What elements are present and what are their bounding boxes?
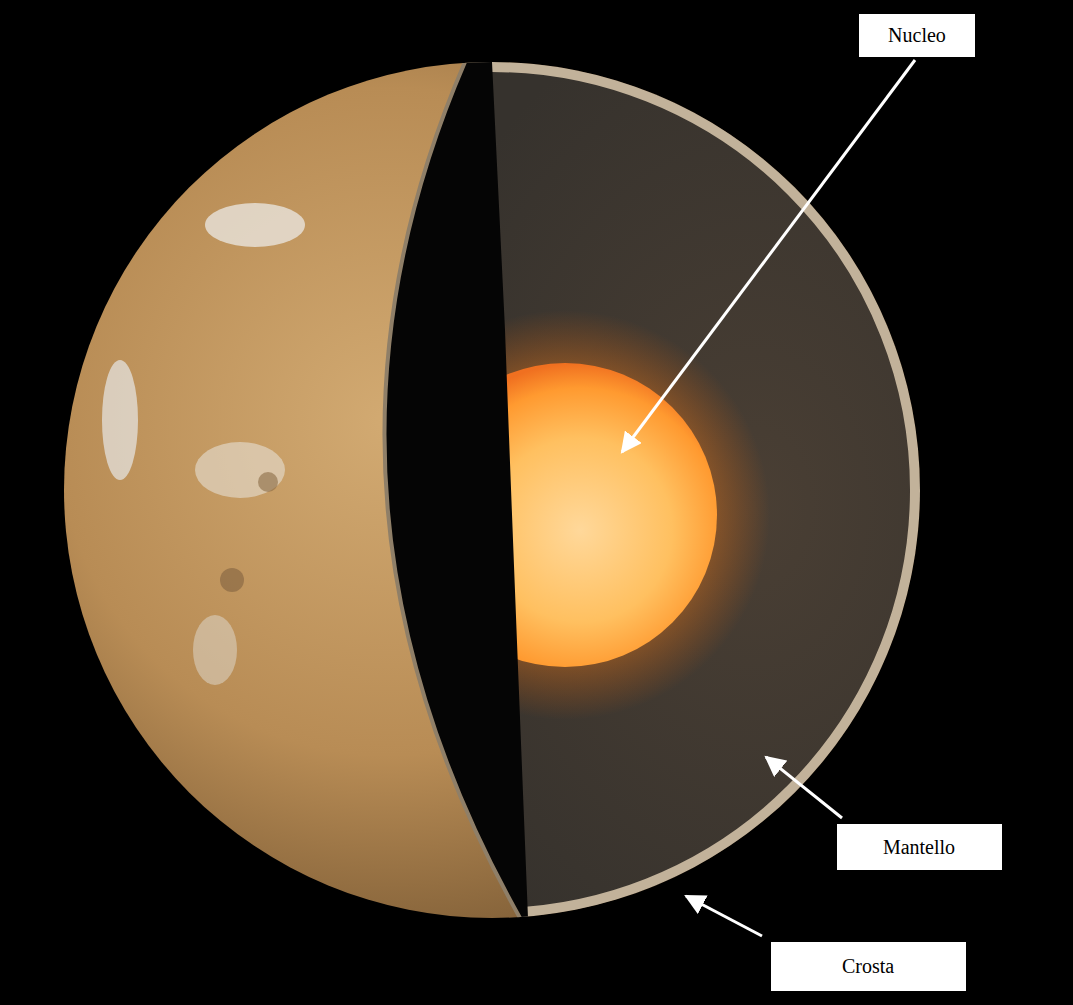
shadow-cut-face (384, 62, 528, 918)
part-label: Nucleo (888, 23, 946, 47)
label-box: Mantello (836, 823, 1003, 871)
label-box: Nucleo (858, 13, 976, 58)
leader-arrow (686, 896, 762, 936)
mantle-face (384, 62, 1000, 918)
part-label: Mantello (883, 835, 955, 859)
crust-edge (384, 62, 520, 918)
leader-arrow (766, 757, 842, 818)
surface-clouds (102, 203, 305, 685)
label-box: Crosta (770, 941, 967, 992)
part-label: Crosta (842, 954, 894, 978)
leader-arrow (622, 60, 915, 452)
